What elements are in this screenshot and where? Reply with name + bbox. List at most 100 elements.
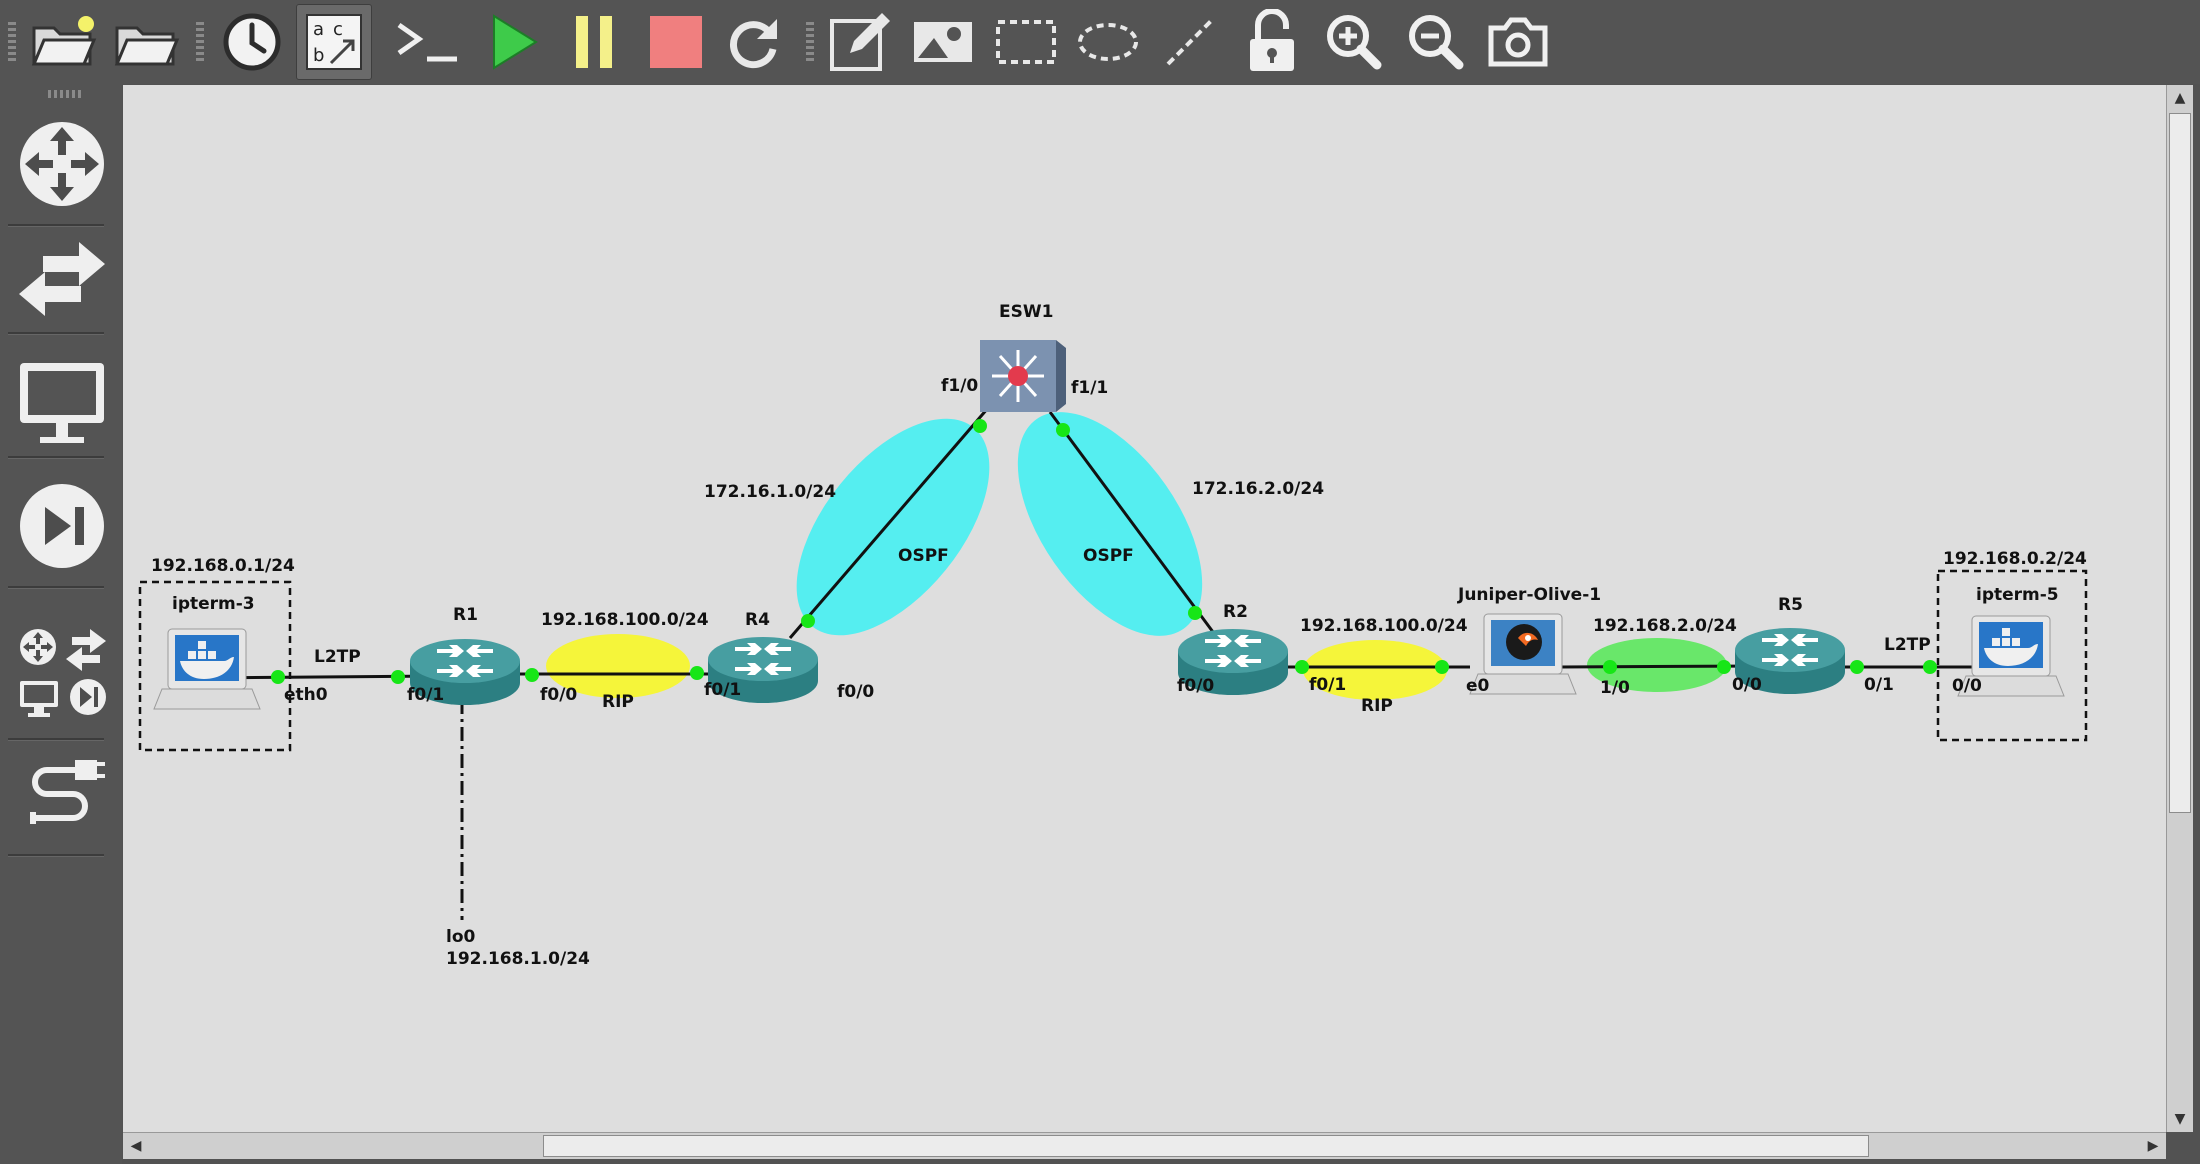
device-sidebar [0, 84, 122, 1164]
draw-rectangle-button[interactable] [988, 4, 1064, 80]
open-project-button[interactable] [108, 4, 184, 80]
juniper-host[interactable] [1469, 613, 1577, 695]
toolbar-grip[interactable] [196, 22, 204, 62]
link-status-dot [1295, 660, 1309, 674]
interface-label: f0/1 [1309, 675, 1346, 695]
reload-all-button[interactable] [716, 4, 792, 80]
start-all-button[interactable] [474, 4, 550, 80]
zoom-in-button[interactable] [1316, 4, 1392, 80]
vertical-scrollbar[interactable]: ▲ ▼ [2166, 85, 2193, 1132]
stop-all-button[interactable] [638, 4, 714, 80]
svg-text:a: a [313, 19, 324, 40]
link-esw1-r2[interactable] [1048, 411, 1215, 633]
add-note-button[interactable] [823, 4, 899, 80]
sidebar-item-end-devices[interactable] [12, 356, 112, 452]
ellipse-icon [1078, 23, 1138, 61]
sidebar-item-add-link[interactable] [12, 750, 112, 854]
ospf-zone-left[interactable] [760, 385, 1027, 670]
line-icon [1166, 18, 1214, 66]
show-interface-labels-button[interactable]: a c b [296, 4, 372, 80]
interface-label: 1/0 [1600, 678, 1630, 698]
sidebar-item-all-devices[interactable] [12, 618, 112, 728]
scroll-left-arrow-icon[interactable]: ◀ [130, 1138, 142, 1154]
docker-host-ipterm-5[interactable] [1957, 615, 2065, 697]
rip-zone-right[interactable] [1303, 640, 1447, 700]
zoom-out-button[interactable] [1398, 4, 1474, 80]
node-label-juniper: Juniper-Olive-1 [1457, 585, 1601, 605]
scroll-down-arrow-icon[interactable]: ▼ [2174, 1111, 2186, 1127]
link-status-dot [1435, 660, 1449, 674]
rip-zone-left[interactable] [546, 634, 690, 698]
interface-label: f0/0 [540, 685, 577, 705]
node-label-r4: R4 [745, 610, 770, 630]
lock-items-button[interactable] [1234, 4, 1310, 80]
link-status-dot [1717, 660, 1731, 674]
interface-labels-icon: a c b [306, 14, 362, 70]
interface-label: f0/1 [704, 680, 741, 700]
horizontal-scrollbar[interactable]: ◀ ▶ [123, 1132, 2166, 1159]
screenshot-button[interactable] [1480, 4, 1556, 80]
clock-icon [223, 13, 281, 71]
rip-zone-green[interactable] [1587, 638, 1727, 692]
router-r2[interactable] [1178, 629, 1288, 695]
loopback-label: lo0 [446, 927, 476, 947]
switch-esw1[interactable] [980, 340, 1066, 412]
link-status-dot [1056, 423, 1070, 437]
play-icon [493, 14, 538, 70]
security-category-icon [20, 484, 104, 568]
docker-whale-icon [1984, 628, 2038, 666]
new-project-button[interactable] [25, 4, 101, 80]
node-label-r1: R1 [453, 605, 478, 625]
svg-text:c: c [333, 19, 343, 40]
router-r4[interactable] [708, 637, 818, 703]
suspend-all-button[interactable] [556, 4, 632, 80]
vertical-scroll-thumb[interactable] [2169, 113, 2191, 813]
console-all-button[interactable] [390, 4, 466, 80]
sidebar-item-switches[interactable] [12, 236, 112, 320]
draw-line-button[interactable] [1152, 4, 1228, 80]
unlock-icon [1250, 9, 1294, 71]
node-label-esw1: ESW1 [999, 302, 1053, 322]
main-toolbar: a c b [0, 0, 2200, 84]
toolbar-grip[interactable] [806, 22, 814, 62]
link-r4-esw1[interactable] [788, 407, 990, 639]
all-devices-icon [20, 629, 106, 717]
scroll-right-arrow-icon[interactable]: ▶ [2147, 1138, 2159, 1154]
interface-label: f0/0 [837, 682, 874, 702]
docker-host-ipterm-3[interactable] [153, 628, 261, 710]
router-r1[interactable] [410, 639, 520, 705]
link-status-dot [391, 670, 405, 684]
toolbar-grip[interactable] [8, 22, 16, 62]
ospf-zone-right[interactable] [981, 380, 1239, 668]
annotation-l2tp: L2TP [1884, 635, 1931, 655]
horizontal-scroll-thumb[interactable] [543, 1135, 1869, 1157]
note-edit-icon [830, 13, 890, 71]
folder-open-icon [114, 26, 180, 66]
annotation-ospf: OSPF [898, 546, 949, 566]
link-status-dot [1923, 660, 1937, 674]
scroll-up-arrow-icon[interactable]: ▲ [2174, 90, 2186, 106]
ipterm-3-frame[interactable] [138, 580, 292, 752]
image-icon [914, 22, 972, 62]
insert-image-button[interactable] [905, 4, 981, 80]
link-status-dot [271, 670, 285, 684]
annotation-rip: RIP [602, 692, 634, 712]
node-label-r5: R5 [1778, 595, 1803, 615]
sidebar-item-routers[interactable] [12, 114, 112, 214]
router-r5[interactable] [1735, 628, 1845, 694]
folder-new-icon [31, 16, 97, 66]
interface-label: f1/1 [1071, 378, 1108, 398]
snapshot-history-button[interactable] [214, 4, 290, 80]
end-device-category-icon [20, 363, 104, 443]
interface-label: 0/0 [1732, 675, 1762, 695]
router-arrows-icon [735, 643, 791, 675]
node-label-ipterm-5: ipterm-5 [1976, 585, 2059, 605]
sidebar-item-security-devices[interactable] [12, 476, 112, 576]
node-label-ipterm-3-ip: 192.168.0.1/24 [151, 556, 295, 576]
rectangle-icon [996, 20, 1056, 64]
terminal-icon [397, 22, 457, 62]
sidebar-grip[interactable] [48, 90, 82, 98]
topology-canvas[interactable]: 192.168.0.1/24 ipterm-3 R1 R4 ESW1 R2 Ju… [123, 85, 2166, 1132]
ipterm-5-frame[interactable] [1936, 569, 2088, 742]
draw-ellipse-button[interactable] [1070, 4, 1146, 80]
